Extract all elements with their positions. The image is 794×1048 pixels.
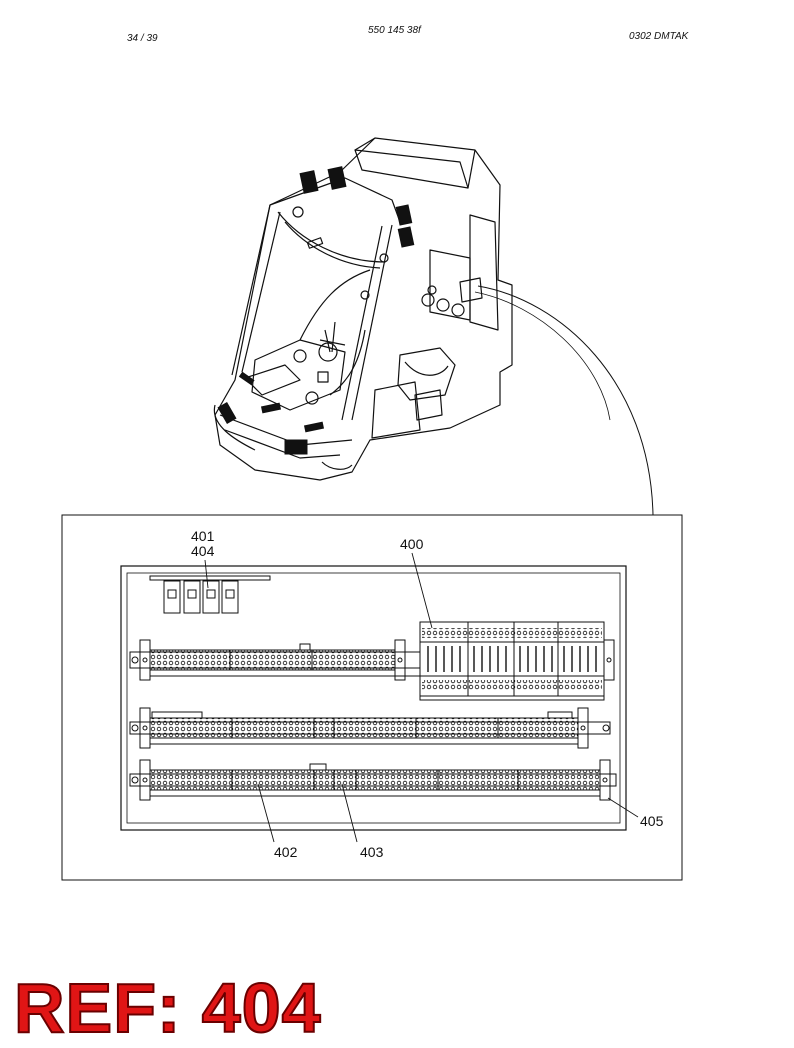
reference-label: REF: 404 [13, 968, 322, 1048]
relay-modules-400 [419, 621, 605, 701]
detail-frame [61, 514, 683, 881]
callout-401: 401 [191, 528, 215, 544]
terminal-rail-top [129, 639, 615, 681]
detail-leader-curve [477, 285, 654, 516]
document-number: 550 145 38f [368, 25, 421, 36]
callout-403: 403 [360, 844, 384, 860]
callout-405: 405 [640, 813, 664, 829]
electrical-cabinet-outer [120, 565, 627, 831]
callout-400: 400 [400, 536, 424, 552]
page-number: 34 / 39 [127, 33, 158, 44]
detail-leader-curve-inner [474, 291, 611, 421]
terminal-rail-middle [129, 707, 611, 749]
terminal-rail-bottom [129, 759, 617, 801]
callout-leaders [204, 552, 639, 843]
electrical-cabinet-inner [126, 572, 621, 824]
relay-group-401-404 [149, 575, 271, 614]
revision-code: 0302 DMTAK [629, 31, 689, 42]
work-lights [217, 166, 415, 455]
callout-402: 402 [274, 844, 298, 860]
cab-illustration [213, 137, 513, 481]
callout-404: 404 [191, 543, 215, 559]
